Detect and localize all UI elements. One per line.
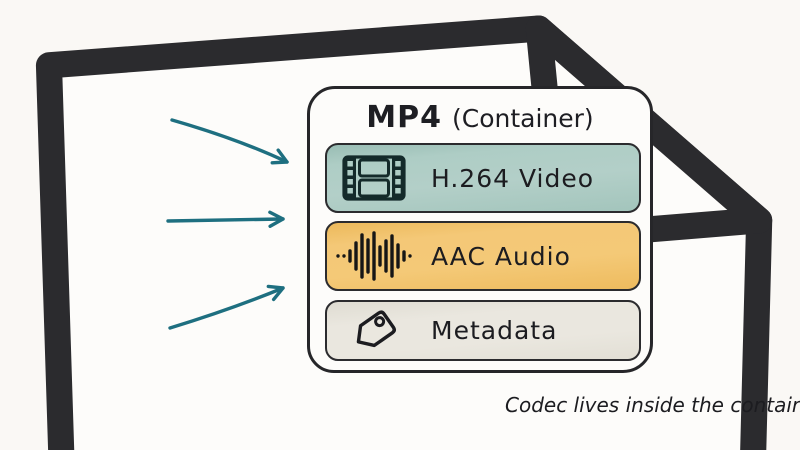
mp4-title-sub: (Container): [452, 104, 594, 133]
film-strip-icon: [327, 155, 421, 201]
tag-icon: [327, 306, 421, 356]
track-band-video: H.264 Video: [325, 143, 641, 213]
track-band-metadata: Metadata: [325, 300, 641, 361]
track-band-audio: AAC Audio: [325, 221, 641, 291]
file-box-avi: .avi: [0, 0, 773, 450]
mp4-container-box: MP4 (Container): [307, 86, 653, 373]
audio-waveform-icon: [327, 230, 421, 282]
track-label-audio: AAC Audio: [431, 241, 571, 271]
caption-text: Codec lives inside the container: [505, 393, 800, 417]
track-label-metadata: Metadata: [431, 316, 558, 345]
mp4-container-title: MP4 (Container): [310, 100, 650, 135]
track-label-video: H.264 Video: [431, 163, 595, 193]
mp4-title-main: MP4: [366, 100, 443, 135]
